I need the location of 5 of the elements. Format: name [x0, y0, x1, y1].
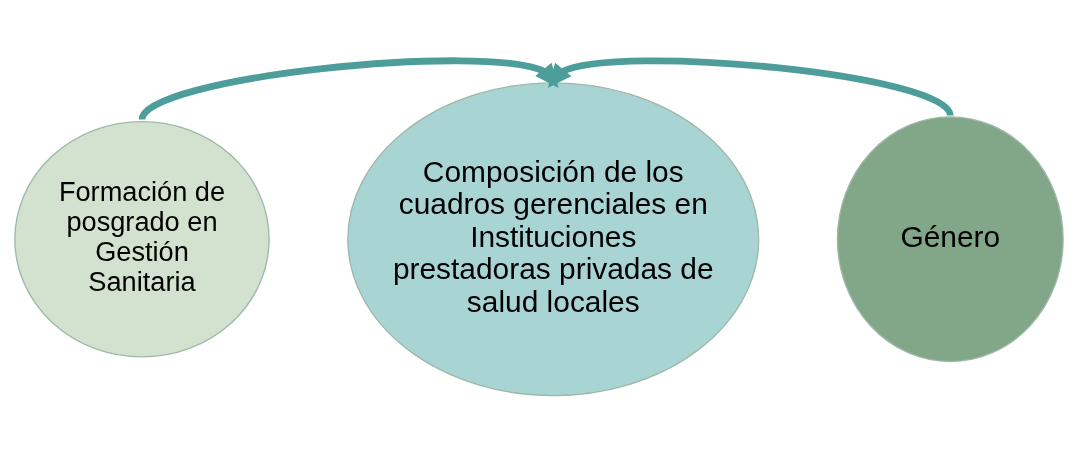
- node-ellipse: Composición de los cuadros gerenciales en Instituciones prestadoras privadas de salud locales: [347, 81, 760, 396]
- arrow: [139, 56, 559, 121]
- node-circle: Formación de posgrado en Gestión Sanitaria: [14, 120, 270, 357]
- node-circle: Género: [836, 115, 1064, 362]
- arrow: [547, 57, 954, 117]
